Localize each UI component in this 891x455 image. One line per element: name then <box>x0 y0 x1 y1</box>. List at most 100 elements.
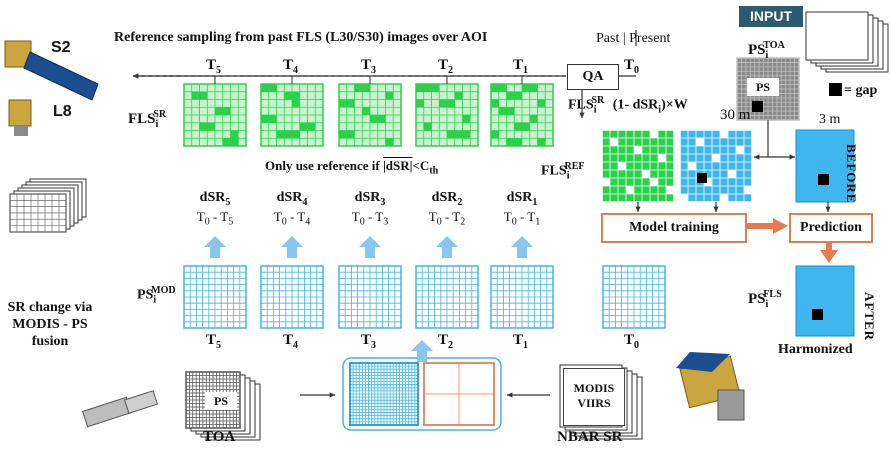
fls-image-cell <box>284 130 292 139</box>
time-diff-label-part: - T <box>209 209 229 224</box>
time-diff-label-part: 0 <box>359 216 365 228</box>
blue-30m-white-cell <box>720 130 728 138</box>
ps-toa-gap <box>752 101 763 112</box>
fls-image-cell <box>506 91 515 100</box>
blue-30m-white-cell <box>688 162 696 170</box>
fls-image-cell <box>215 107 223 115</box>
ps-input-tag: PS <box>747 78 779 96</box>
fls-image-cell <box>362 107 370 115</box>
time-diff-label-part: 3 <box>383 216 389 228</box>
fls-image-cell <box>191 91 200 100</box>
fls-image-cell <box>230 130 239 139</box>
t0-top-label: T0 <box>624 57 640 76</box>
fls-ref-white-cell <box>642 170 650 178</box>
fls-image-cell <box>416 99 424 108</box>
time-diff-label-part: 0 <box>281 216 287 228</box>
top-time-label-part: T <box>438 57 449 73</box>
top-time-label: T5 <box>206 58 221 76</box>
fls-ref-white-cell <box>650 178 658 186</box>
fls-image-cell <box>529 115 538 123</box>
fls-image-cell <box>370 115 378 123</box>
fls-image-cell <box>199 122 208 131</box>
time-diff-label-part: 2 <box>460 216 466 228</box>
input-badge: INPUT <box>739 6 803 27</box>
fls-ref-arrow-head <box>635 206 641 212</box>
dsr-up-arrow <box>281 236 303 258</box>
bottom-time-label-part: T <box>206 332 217 348</box>
top-time-label-part: 1 <box>523 65 529 76</box>
modis-to-fusion-arrow-head <box>507 392 513 398</box>
fls-image-cell <box>222 107 231 115</box>
fls-image-cell <box>514 122 522 131</box>
time-diff-label-part: 0 <box>436 216 442 228</box>
dsr-up-arrow <box>359 236 381 258</box>
time-diff-label: T0 - T3 <box>340 210 400 228</box>
bottom-time-label: T1 <box>513 333 528 351</box>
dsr-label-part: 4 <box>302 196 308 208</box>
training-to-prediction-arrow <box>744 218 788 234</box>
fls-image-cell <box>222 138 231 146</box>
fls-image-cell <box>339 99 347 108</box>
model-training-box: Model training <box>601 213 747 243</box>
top-time-label: T4 <box>283 58 298 76</box>
fls-image-cell <box>268 115 277 123</box>
fls-image-cell <box>462 115 471 123</box>
fls-image-cell <box>284 91 292 100</box>
fls-sr-label: FLSiSR <box>128 109 167 130</box>
fls-image-cell <box>491 84 499 92</box>
fls-image-cell <box>522 122 530 131</box>
fls-image-cell <box>491 130 499 139</box>
l8-label: L8 <box>53 103 72 120</box>
time-diff-label-part: 1 <box>535 216 541 228</box>
fls-ref-white-cell <box>618 162 626 170</box>
dsr-label: dSR3 <box>340 191 400 208</box>
bottom-time-label: T3 <box>361 333 376 351</box>
fls-image-cell <box>346 130 355 139</box>
weighting-formula: FLSiSR (1- dSRi)×W <box>568 95 688 116</box>
blue-30m-white-cell <box>680 194 688 202</box>
bottom-time-label-part: T <box>513 332 524 348</box>
sr-change-label: SR change via MODIS - PS fusion <box>7 300 93 349</box>
time-diff-label-part: - T <box>286 209 306 224</box>
fls-image-cell <box>447 99 455 108</box>
viirs-line: VIIRS <box>577 396 611 410</box>
gap-legend-swatch <box>829 83 842 96</box>
top-time-label-part: T <box>361 57 372 73</box>
planet-satellite-body <box>82 396 132 428</box>
fls-image-cell <box>199 91 208 100</box>
dsr-up-arrow <box>511 236 533 258</box>
dsr-label: dSR5 <box>185 191 245 208</box>
fls-image-cell <box>514 91 522 100</box>
blue-30m-arrow-head <box>713 206 719 212</box>
ps-toa-tag: PS <box>205 392 237 410</box>
fls-image-cell <box>537 138 546 146</box>
terra-solar-panel <box>676 352 730 372</box>
bottom-time-label-part: T <box>283 332 294 348</box>
resolution-30m-label: 30 m <box>720 107 751 123</box>
fls-image-cell <box>454 91 463 100</box>
prediction-down-arrow <box>820 240 838 263</box>
time-diff-label-part: T <box>351 209 360 224</box>
blue-3m-gap <box>818 174 829 185</box>
bottom-time-label: T5 <box>206 333 221 351</box>
toa-to-fusion-arrow-head <box>329 392 335 398</box>
input-stack-layer <box>805 11 869 61</box>
fls-image-cell <box>439 99 447 108</box>
top-time-label: T1 <box>513 58 528 76</box>
dsr-label-part: dSR <box>354 190 381 205</box>
time-diff-label-part: 5 <box>228 216 234 228</box>
fls-image-cell <box>506 138 515 146</box>
fls-image-cell <box>447 130 455 139</box>
time-diff-label-part: 0 <box>511 216 517 228</box>
fls-image-cell <box>423 122 432 131</box>
fls-image-cell <box>514 138 522 146</box>
top-time-label-part: T <box>513 57 524 73</box>
fls-image-cell <box>346 99 355 108</box>
fusion-coarse-border <box>423 362 495 426</box>
toa-to-30m-arrow-head <box>754 154 760 160</box>
fls-image-cell <box>292 130 300 139</box>
harmonized-label: Harmonized <box>778 342 853 357</box>
time-diff-label-part: - T <box>516 209 536 224</box>
fls-image-cell <box>230 138 239 146</box>
blue-30m-white-cell <box>736 146 744 154</box>
